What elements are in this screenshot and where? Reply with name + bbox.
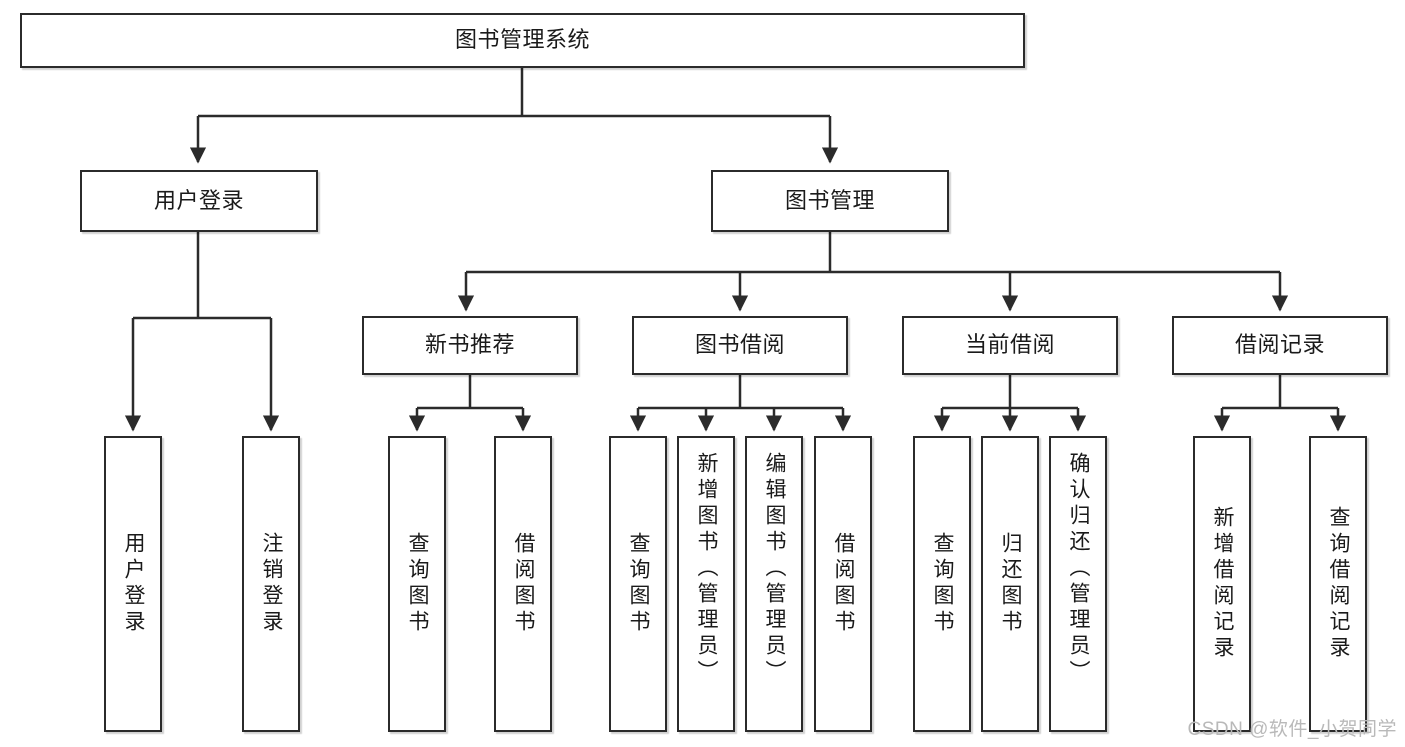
- node-new-book-recommend[interactable]: 新书推荐: [362, 316, 578, 375]
- node-label: 当前借阅: [964, 332, 1055, 358]
- node-label: 图书管理系统: [454, 27, 590, 53]
- watermark-text: CSDN @软件_小贺同学: [1187, 719, 1397, 740]
- leaf-edit-book-admin[interactable]: 编辑图书（管理员）: [745, 436, 803, 732]
- node-label: 查询图书: [931, 532, 955, 636]
- leaf-query-book-current[interactable]: 查询图书: [913, 436, 971, 732]
- leaf-user-login[interactable]: 用户登录: [104, 436, 162, 732]
- node-label: 查询借阅记录: [1327, 506, 1351, 662]
- node-label: 图书管理: [784, 187, 875, 213]
- leaf-borrow-book[interactable]: 借阅图书: [814, 436, 872, 732]
- leaf-add-book-admin[interactable]: 新增图书（管理员）: [677, 436, 735, 732]
- leaf-return-book[interactable]: 归还图书: [981, 436, 1039, 732]
- leaf-query-book-recommend[interactable]: 查询图书: [388, 436, 446, 732]
- node-label: 图书借阅: [694, 332, 785, 358]
- node-label: 归还图书: [999, 532, 1023, 636]
- node-label: 借阅图书: [512, 532, 536, 636]
- node-user-login[interactable]: 用户登录: [80, 170, 318, 232]
- leaf-query-borrow-record[interactable]: 查询借阅记录: [1309, 436, 1367, 732]
- node-root-system[interactable]: 图书管理系统: [20, 13, 1025, 68]
- leaf-confirm-return-admin[interactable]: 确认归还（管理员）: [1049, 436, 1107, 732]
- node-current-borrow[interactable]: 当前借阅: [902, 316, 1118, 375]
- node-label: 确认归还（管理员）: [1067, 452, 1091, 686]
- node-book-management[interactable]: 图书管理: [711, 170, 949, 232]
- node-label: 新增图书（管理员）: [695, 452, 719, 686]
- leaf-borrow-book-recommend[interactable]: 借阅图书: [494, 436, 552, 732]
- node-label: 借阅记录: [1234, 332, 1325, 358]
- leaf-query-book-borrow[interactable]: 查询图书: [609, 436, 667, 732]
- node-label: 借阅图书: [832, 532, 856, 636]
- node-label: 查询图书: [406, 532, 430, 636]
- node-label: 新书推荐: [424, 332, 515, 358]
- node-label: 用户登录: [122, 532, 146, 636]
- node-label: 注销登录: [260, 532, 284, 636]
- node-label: 查询图书: [627, 532, 651, 636]
- leaf-logout[interactable]: 注销登录: [242, 436, 300, 732]
- node-label: 编辑图书（管理员）: [763, 452, 787, 686]
- node-borrow-record[interactable]: 借阅记录: [1172, 316, 1388, 375]
- leaf-add-borrow-record[interactable]: 新增借阅记录: [1193, 436, 1251, 732]
- node-label: 新增借阅记录: [1211, 506, 1235, 662]
- node-label: 用户登录: [153, 187, 244, 213]
- node-book-borrow[interactable]: 图书借阅: [632, 316, 848, 375]
